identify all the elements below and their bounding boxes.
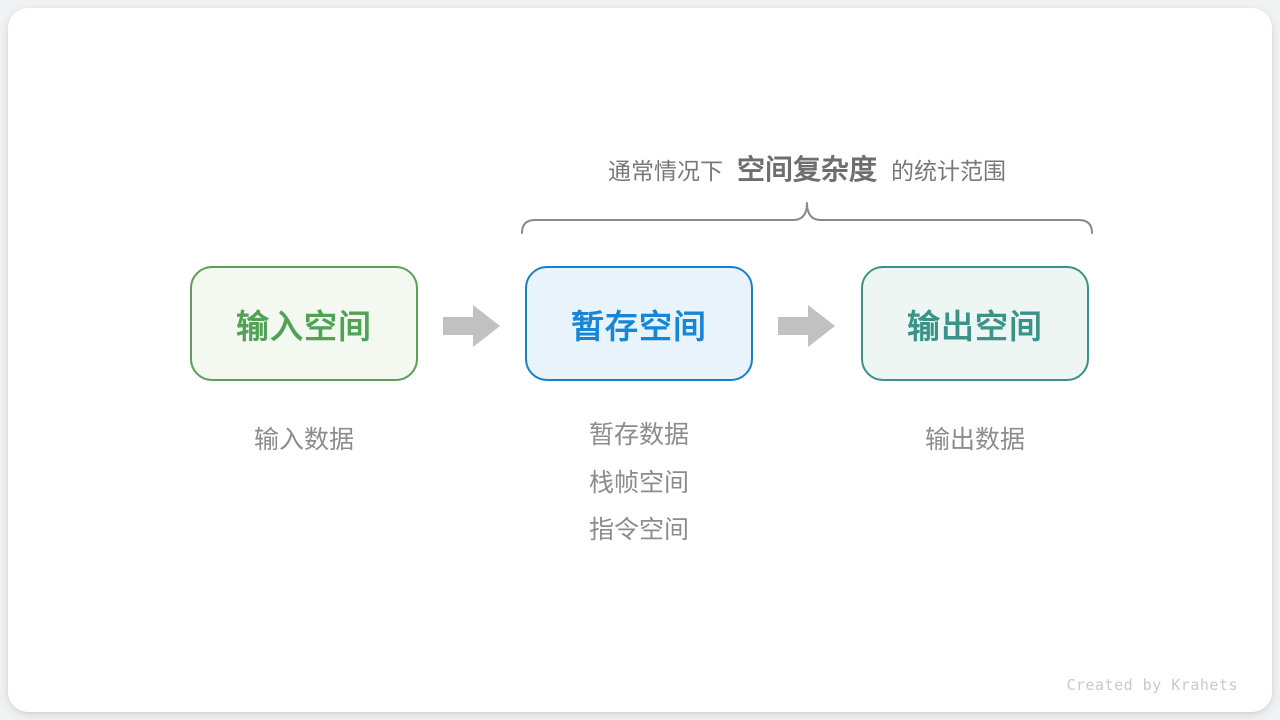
note-instruction-space: 指令空间 [588,516,689,544]
curly-brace-icon [521,202,1093,234]
credit-text: Created by Krahets [1066,676,1238,694]
box-input-space: 输入空间 [190,266,418,381]
box-temp-space-label: 暂存空间 [571,307,707,345]
diagram-title: 通常情况下 空间复杂度 的统计范围 [520,148,1094,188]
box-temp-space: 暂存空间 [525,266,753,381]
title-prefix: 通常情况下 [607,158,723,184]
note-stack-frame-space: 栈帧空间 [588,468,689,497]
note-temp-data: 暂存数据 [588,421,689,449]
arrow-right-icon [778,305,835,347]
note-input-data-text: 输入数据 [253,426,354,454]
note-input-data: 输入数据 [190,424,418,456]
note-temp-list: 暂存数据 栈帧空间 指令空间 [525,412,753,555]
title-highlight: 空间复杂度 [736,154,877,185]
arrow-right-icon [443,305,500,347]
box-output-space-label: 输出空间 [907,307,1043,345]
note-output-data: 输出数据 [861,424,1089,456]
box-output-space: 输出空间 [861,266,1089,381]
box-input-space-label: 输入空间 [236,307,372,345]
note-output-data-text: 输出数据 [924,426,1025,454]
title-suffix: 的统计范围 [891,158,1006,184]
